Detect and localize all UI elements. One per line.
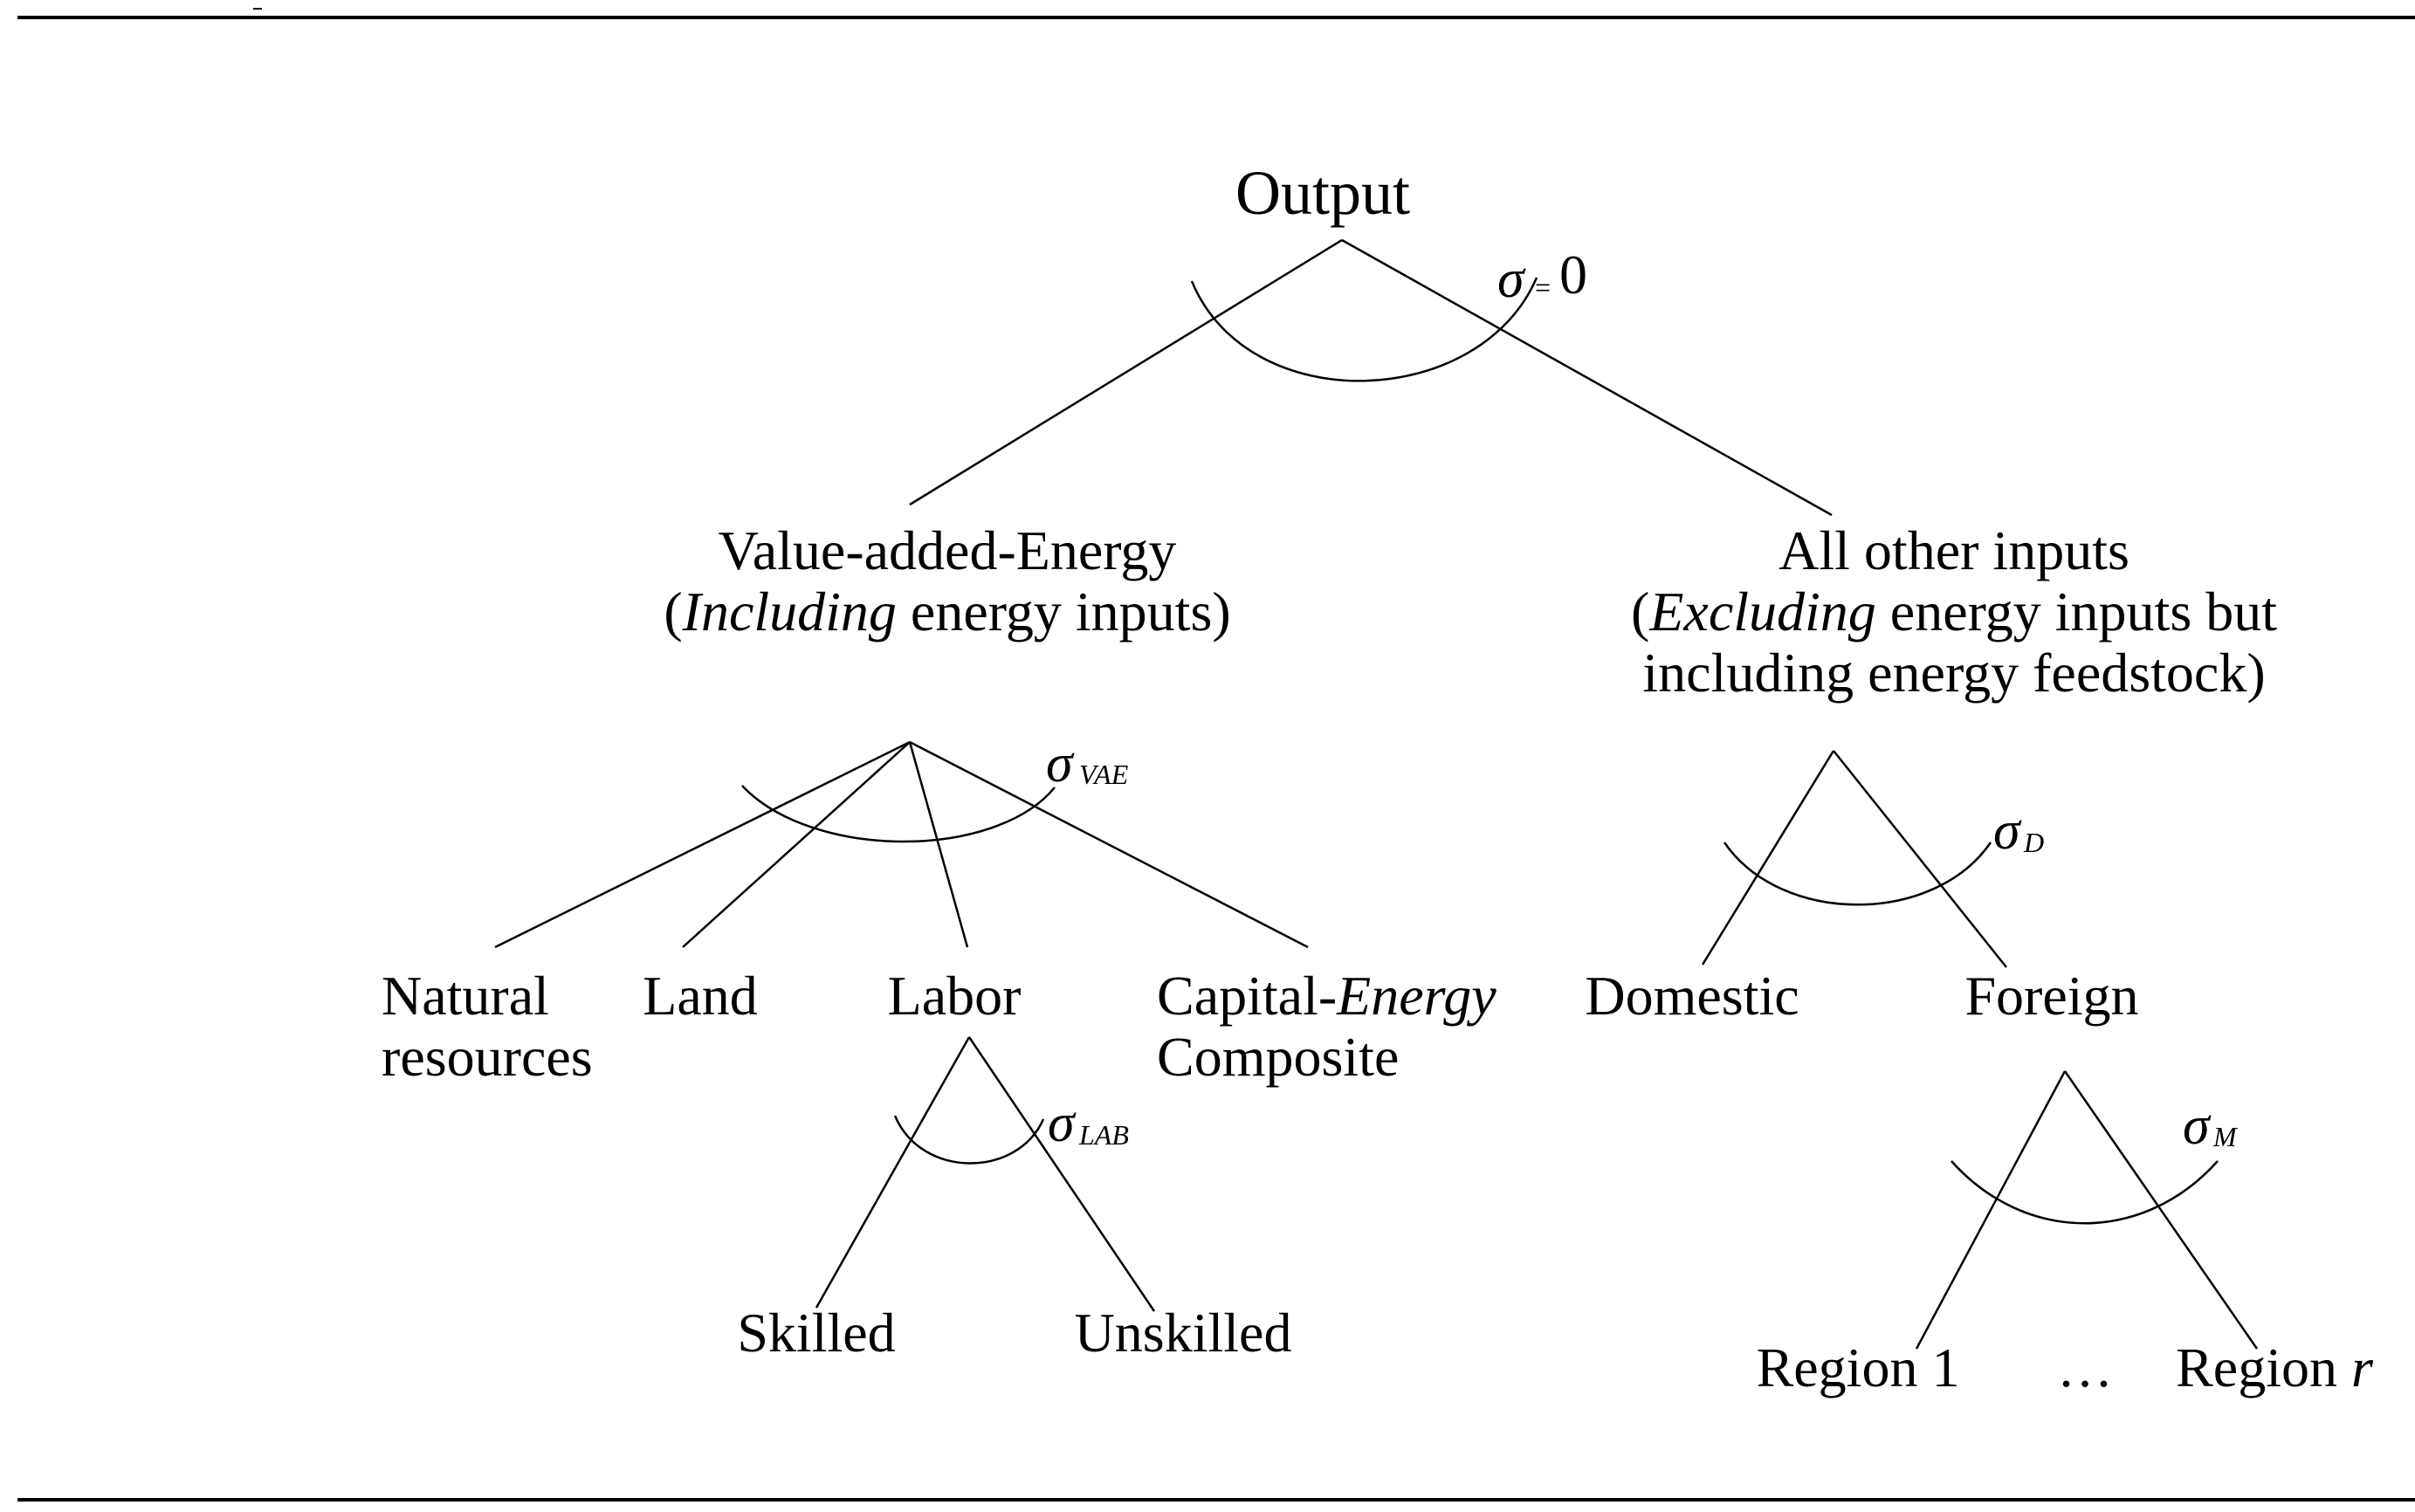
svg-text:VAE: VAE xyxy=(1079,759,1129,790)
arc-foreign xyxy=(1951,1160,2219,1225)
node-output: Output xyxy=(1235,158,1410,228)
node-other-line3: including energy feedstock) xyxy=(1642,642,2265,704)
edge-foreign-regionr xyxy=(2063,1070,2259,1350)
svg-text:σ: σ xyxy=(1497,250,1526,309)
arc-output xyxy=(1190,277,1538,382)
svg-text:σ: σ xyxy=(2183,1096,2212,1156)
node-capital-line2: Composite xyxy=(1157,1026,1399,1088)
edge-foreign-region1 xyxy=(1915,1070,2067,1350)
edge-vae-land xyxy=(682,741,911,948)
svg-text:0: 0 xyxy=(1559,244,1587,306)
node-foreign: Foreign xyxy=(1964,965,2138,1027)
edge-other-foreign xyxy=(1833,750,2007,968)
sigma-lab: σ LAB xyxy=(1048,1094,1129,1153)
node-vae-line1: Value-added-Energy xyxy=(719,519,1177,581)
edge-output-other xyxy=(1341,238,1833,517)
svg-text:M: M xyxy=(2212,1121,2239,1152)
sigma-vae: σ VAE xyxy=(1046,734,1129,794)
svg-text:σ: σ xyxy=(1993,801,2022,861)
node-ellipsis: … xyxy=(2057,1337,2113,1399)
node-natural-line1: Natural xyxy=(382,965,549,1027)
svg-text:=: = xyxy=(1535,271,1551,303)
node-natural-line2: resources xyxy=(382,1026,593,1088)
svg-text:σ: σ xyxy=(1048,1094,1077,1153)
svg-text:D: D xyxy=(2023,827,2044,858)
edge-output-vae xyxy=(909,238,1343,506)
sigma-d: σ D xyxy=(1993,801,2044,861)
node-domestic: Domestic xyxy=(1585,965,1799,1027)
node-region-1: Region 1 xyxy=(1757,1337,1960,1399)
node-vae-line2: (Including energy inputs) xyxy=(664,581,1230,643)
arc-vae xyxy=(741,785,1056,843)
arc-labor xyxy=(893,1115,1045,1165)
sigma-m: σ M xyxy=(2183,1096,2239,1156)
edge-labor-skilled xyxy=(815,1036,971,1309)
edge-labor-unskilled xyxy=(967,1036,1156,1312)
svg-text:σ: σ xyxy=(1046,734,1075,794)
svg-text:LAB: LAB xyxy=(1078,1119,1129,1151)
node-other-line2: (Excluding energy inputs but xyxy=(1631,581,2277,643)
node-capital-line1: Capital-Energy xyxy=(1157,965,1496,1027)
edge-vae-labor xyxy=(908,741,969,948)
node-unskilled: Unskilled xyxy=(1075,1302,1292,1364)
node-skilled: Skilled xyxy=(737,1302,895,1364)
edge-other-domestic xyxy=(1701,750,1835,966)
sigma-top: σ = 0 xyxy=(1497,244,1587,309)
edge-vae-capital xyxy=(909,740,1309,949)
node-land: Land xyxy=(643,965,758,1027)
edge-vae-natural xyxy=(494,740,911,949)
node-region-r: Region r xyxy=(2176,1337,2374,1399)
arc-other xyxy=(1723,842,1992,906)
node-labor: Labor xyxy=(888,965,1022,1027)
node-other-line1: All other inputs xyxy=(1779,519,2129,581)
